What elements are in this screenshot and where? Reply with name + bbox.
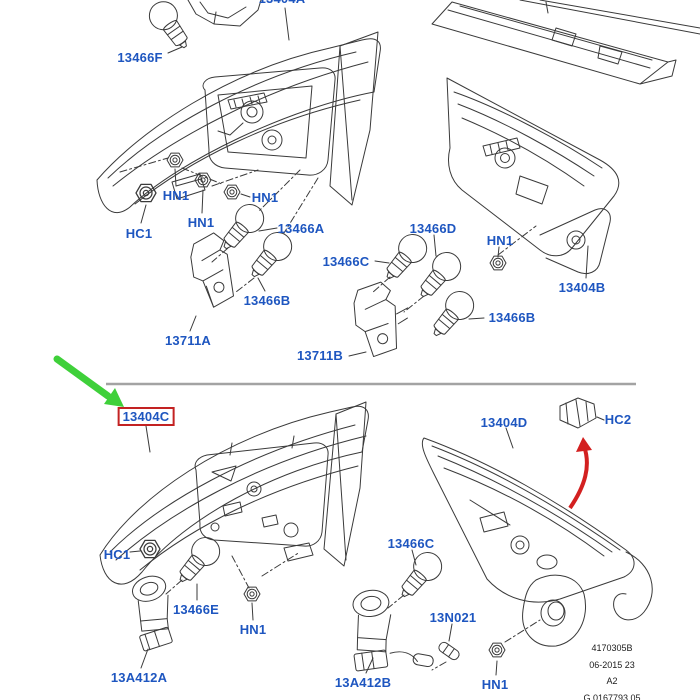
catalog-reference-block: 4170305B 06-2015 23 A2 G 0167793 05: [552, 640, 672, 700]
fastener-nuts-bottom: [139, 539, 506, 658]
holder-13a412a-drawing: [131, 575, 173, 652]
bulb-13466f-drawing: [143, 0, 198, 56]
dashed-lines-top: [119, 157, 537, 313]
leader-lines-top: [140, 1, 589, 357]
bulbs-top: [213, 198, 480, 345]
lamp-13404b-drawing: [446, 77, 620, 275]
lamp-13404c-drawing: [99, 401, 369, 585]
lamp-13404d-drawing: [421, 437, 653, 647]
clipped-top-part: [187, 0, 262, 27]
catalog-ref-line3: A2: [606, 676, 618, 687]
catalog-ref-line2: 06-2015 23: [589, 659, 635, 670]
leader-lines-bottom: [129, 416, 605, 676]
holder-13711b-drawing: [353, 281, 409, 358]
bulbs-bottom: [169, 531, 462, 662]
dashed-lines-bottom: [165, 551, 541, 671]
green-highlight-arrow: [53, 355, 124, 407]
holder-13a412b-drawing: [352, 589, 434, 672]
red-arrow-to-hc2: [568, 437, 592, 510]
bracket-top-right-drawing: [431, 0, 700, 85]
catalog-ref-line1: 4170305B: [591, 643, 633, 653]
lamp-13404a-drawing: [96, 31, 381, 214]
holder-13711a-drawing: [190, 232, 235, 308]
catalog-ref-line4: G 0167793 05: [583, 692, 641, 700]
clip-hc2-drawing: [559, 397, 597, 429]
